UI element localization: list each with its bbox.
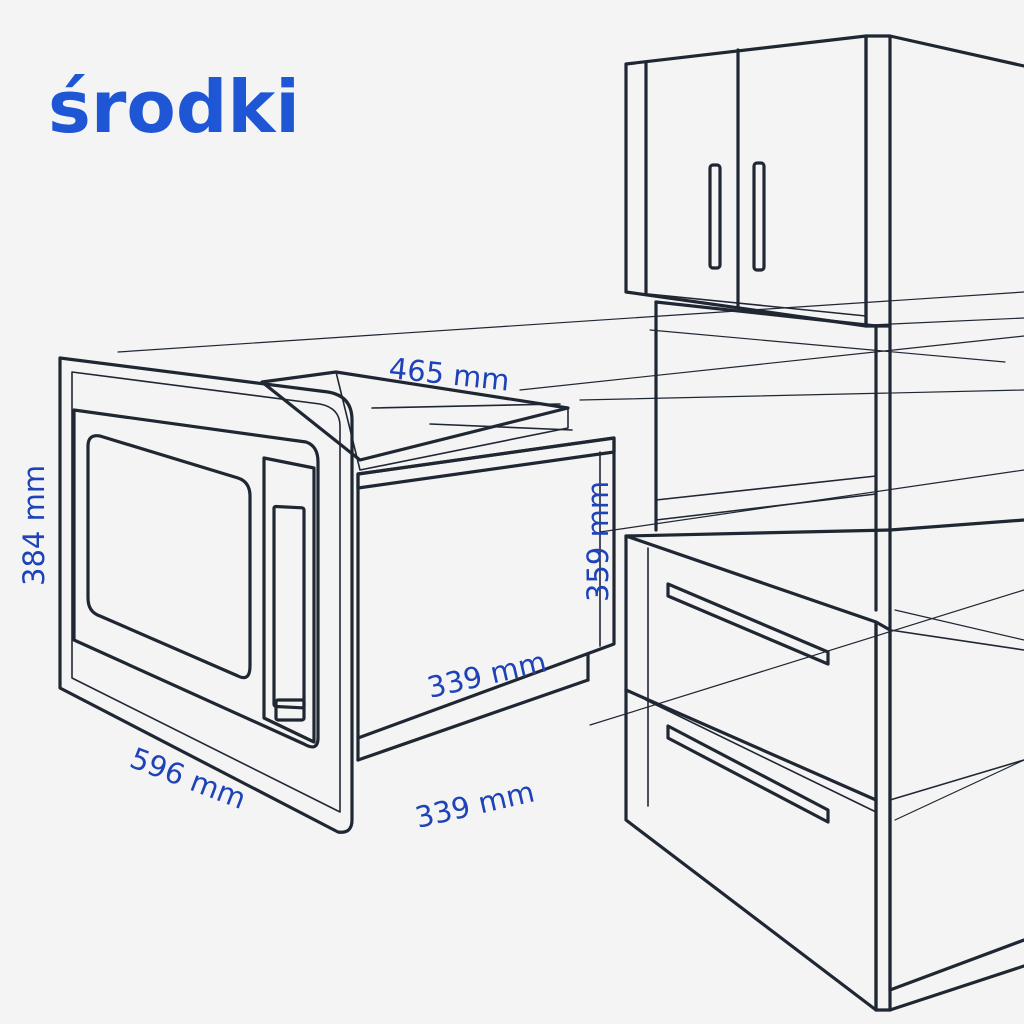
cabinet-handle-right xyxy=(752,161,766,272)
upper-cabinet-side xyxy=(864,34,892,328)
microwave-control-panel xyxy=(262,456,316,744)
dim-label-depth-top: 465 mm xyxy=(387,351,511,397)
drawer-block-front xyxy=(624,534,878,1012)
control-display xyxy=(272,504,306,710)
microwave xyxy=(58,356,616,834)
control-button xyxy=(274,698,306,722)
drawer-handle-top xyxy=(666,582,830,666)
tall-cabinet xyxy=(624,34,1024,1012)
dim-label-height-front: 384 mm xyxy=(17,465,51,586)
cabinet-handle-left xyxy=(708,163,722,270)
dim-label-depth-bottom: 339 mm xyxy=(412,774,538,834)
dim-label-width-front: 596 mm xyxy=(125,741,250,816)
drawer-handle-bottom xyxy=(666,724,830,824)
microwave-front-frame xyxy=(58,356,354,834)
microwave-door xyxy=(72,408,320,749)
dim-label-depth-inner: 339 mm xyxy=(424,644,550,704)
microwave-window xyxy=(86,434,252,680)
upper-cabinet-front xyxy=(624,34,868,328)
dim-label-height-side: 359 mm xyxy=(581,481,615,602)
drawer-block-side xyxy=(874,620,892,1012)
perspective-guides xyxy=(117,291,1024,821)
page-title: środki xyxy=(48,65,300,149)
